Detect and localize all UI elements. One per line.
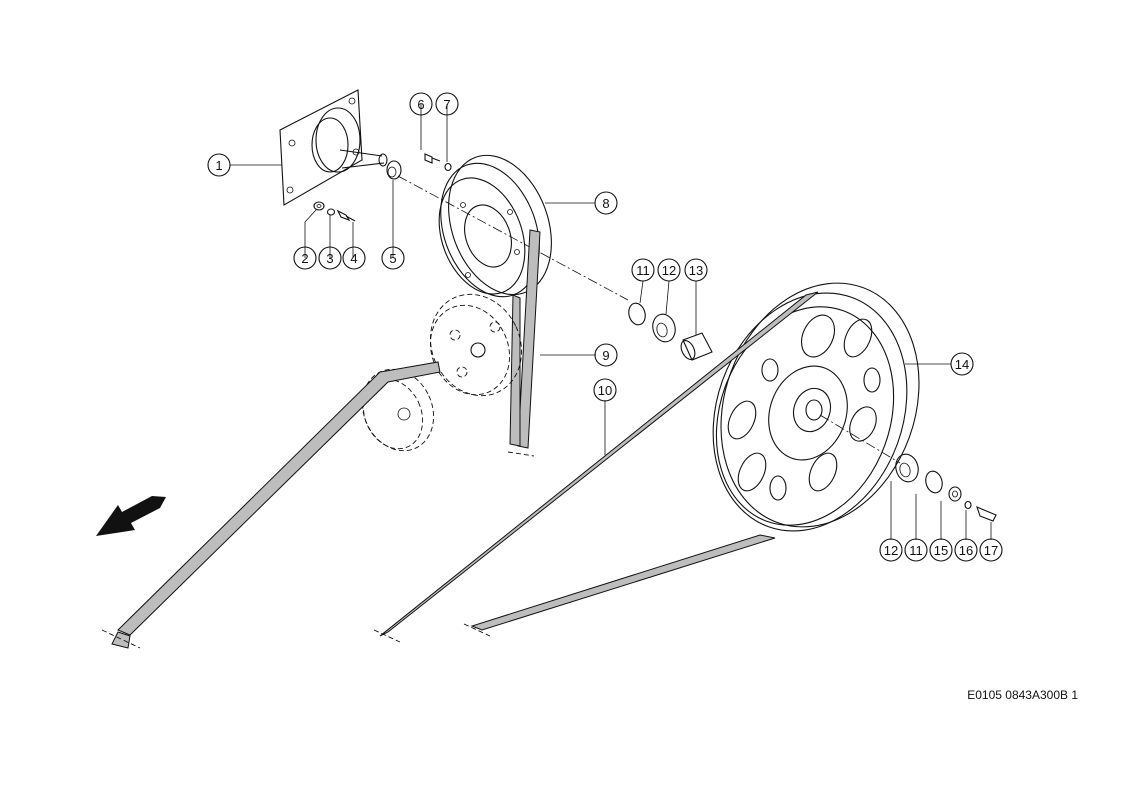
part-4-screw bbox=[336, 209, 356, 222]
callout-2: 2 bbox=[293, 246, 317, 270]
part-17-screw bbox=[976, 506, 997, 522]
callout-5: 5 bbox=[381, 246, 405, 270]
part-9-belt bbox=[507, 229, 541, 457]
part-8-upper-pulley bbox=[438, 154, 552, 298]
callout-17: 17 bbox=[979, 538, 1003, 562]
axis-line-lower bbox=[819, 414, 901, 464]
part-3-lock-washer bbox=[326, 208, 336, 216]
callout-10: 10 bbox=[593, 378, 617, 402]
part-11-circlip-upper bbox=[628, 302, 646, 326]
part-5-bushing bbox=[386, 160, 402, 180]
arrow-left-down-icon bbox=[96, 496, 166, 536]
callout-12-lower: 12 bbox=[879, 538, 903, 562]
callout-9: 9 bbox=[594, 343, 618, 367]
svg-text:12: 12 bbox=[884, 543, 898, 558]
svg-text:3: 3 bbox=[326, 251, 333, 266]
callout-11-lower: 11 bbox=[904, 538, 928, 562]
callout-15: 15 bbox=[929, 538, 953, 562]
svg-text:11: 11 bbox=[909, 543, 923, 558]
callout-3: 3 bbox=[318, 246, 342, 270]
part-12-bearing-lower bbox=[895, 453, 919, 483]
callout-6: 6 bbox=[409, 92, 433, 116]
svg-text:12: 12 bbox=[662, 263, 676, 278]
callout-12-upper: 12 bbox=[657, 258, 681, 282]
leader-lines bbox=[230, 104, 992, 540]
svg-text:11: 11 bbox=[636, 263, 650, 278]
callout-13: 13 bbox=[684, 258, 708, 282]
svg-text:1: 1 bbox=[215, 158, 222, 173]
axis-line-upper bbox=[397, 175, 629, 301]
svg-text:17: 17 bbox=[984, 543, 998, 558]
svg-text:9: 9 bbox=[602, 348, 609, 363]
callout-1: 1 bbox=[207, 153, 231, 177]
callout-14: 14 bbox=[950, 352, 974, 376]
svg-text:6: 6 bbox=[417, 97, 424, 112]
part-1-mounting-plate bbox=[279, 89, 388, 206]
drawing-code: E0105 0843A300B 1 bbox=[967, 688, 1078, 702]
callout-8: 8 bbox=[594, 191, 618, 215]
part-14-large-pulley bbox=[712, 282, 920, 532]
svg-text:5: 5 bbox=[389, 251, 396, 266]
svg-text:13: 13 bbox=[689, 263, 703, 278]
belt-lower-left bbox=[101, 361, 441, 649]
svg-text:14: 14 bbox=[955, 357, 969, 372]
part-12-bearing-upper bbox=[652, 313, 676, 343]
part-16-washer bbox=[964, 500, 972, 510]
svg-text:10: 10 bbox=[598, 383, 612, 398]
callout-4: 4 bbox=[342, 246, 366, 270]
part-7-washer bbox=[444, 162, 452, 172]
svg-text:2: 2 bbox=[301, 251, 308, 266]
svg-text:4: 4 bbox=[350, 251, 357, 266]
svg-text:8: 8 bbox=[602, 196, 609, 211]
part-2-washer bbox=[313, 201, 325, 211]
svg-text:16: 16 bbox=[959, 543, 973, 558]
part-15-bushing bbox=[948, 486, 962, 502]
svg-text:15: 15 bbox=[934, 543, 948, 558]
callout-16: 16 bbox=[954, 538, 978, 562]
part-10-belt bbox=[373, 291, 819, 643]
callout-7: 7 bbox=[435, 92, 459, 116]
callout-11-upper: 11 bbox=[631, 258, 655, 282]
part-13-spacer bbox=[680, 332, 713, 361]
part-6-screw bbox=[424, 153, 441, 164]
part-11-circlip-lower bbox=[925, 470, 943, 494]
svg-text:7: 7 bbox=[443, 97, 450, 112]
